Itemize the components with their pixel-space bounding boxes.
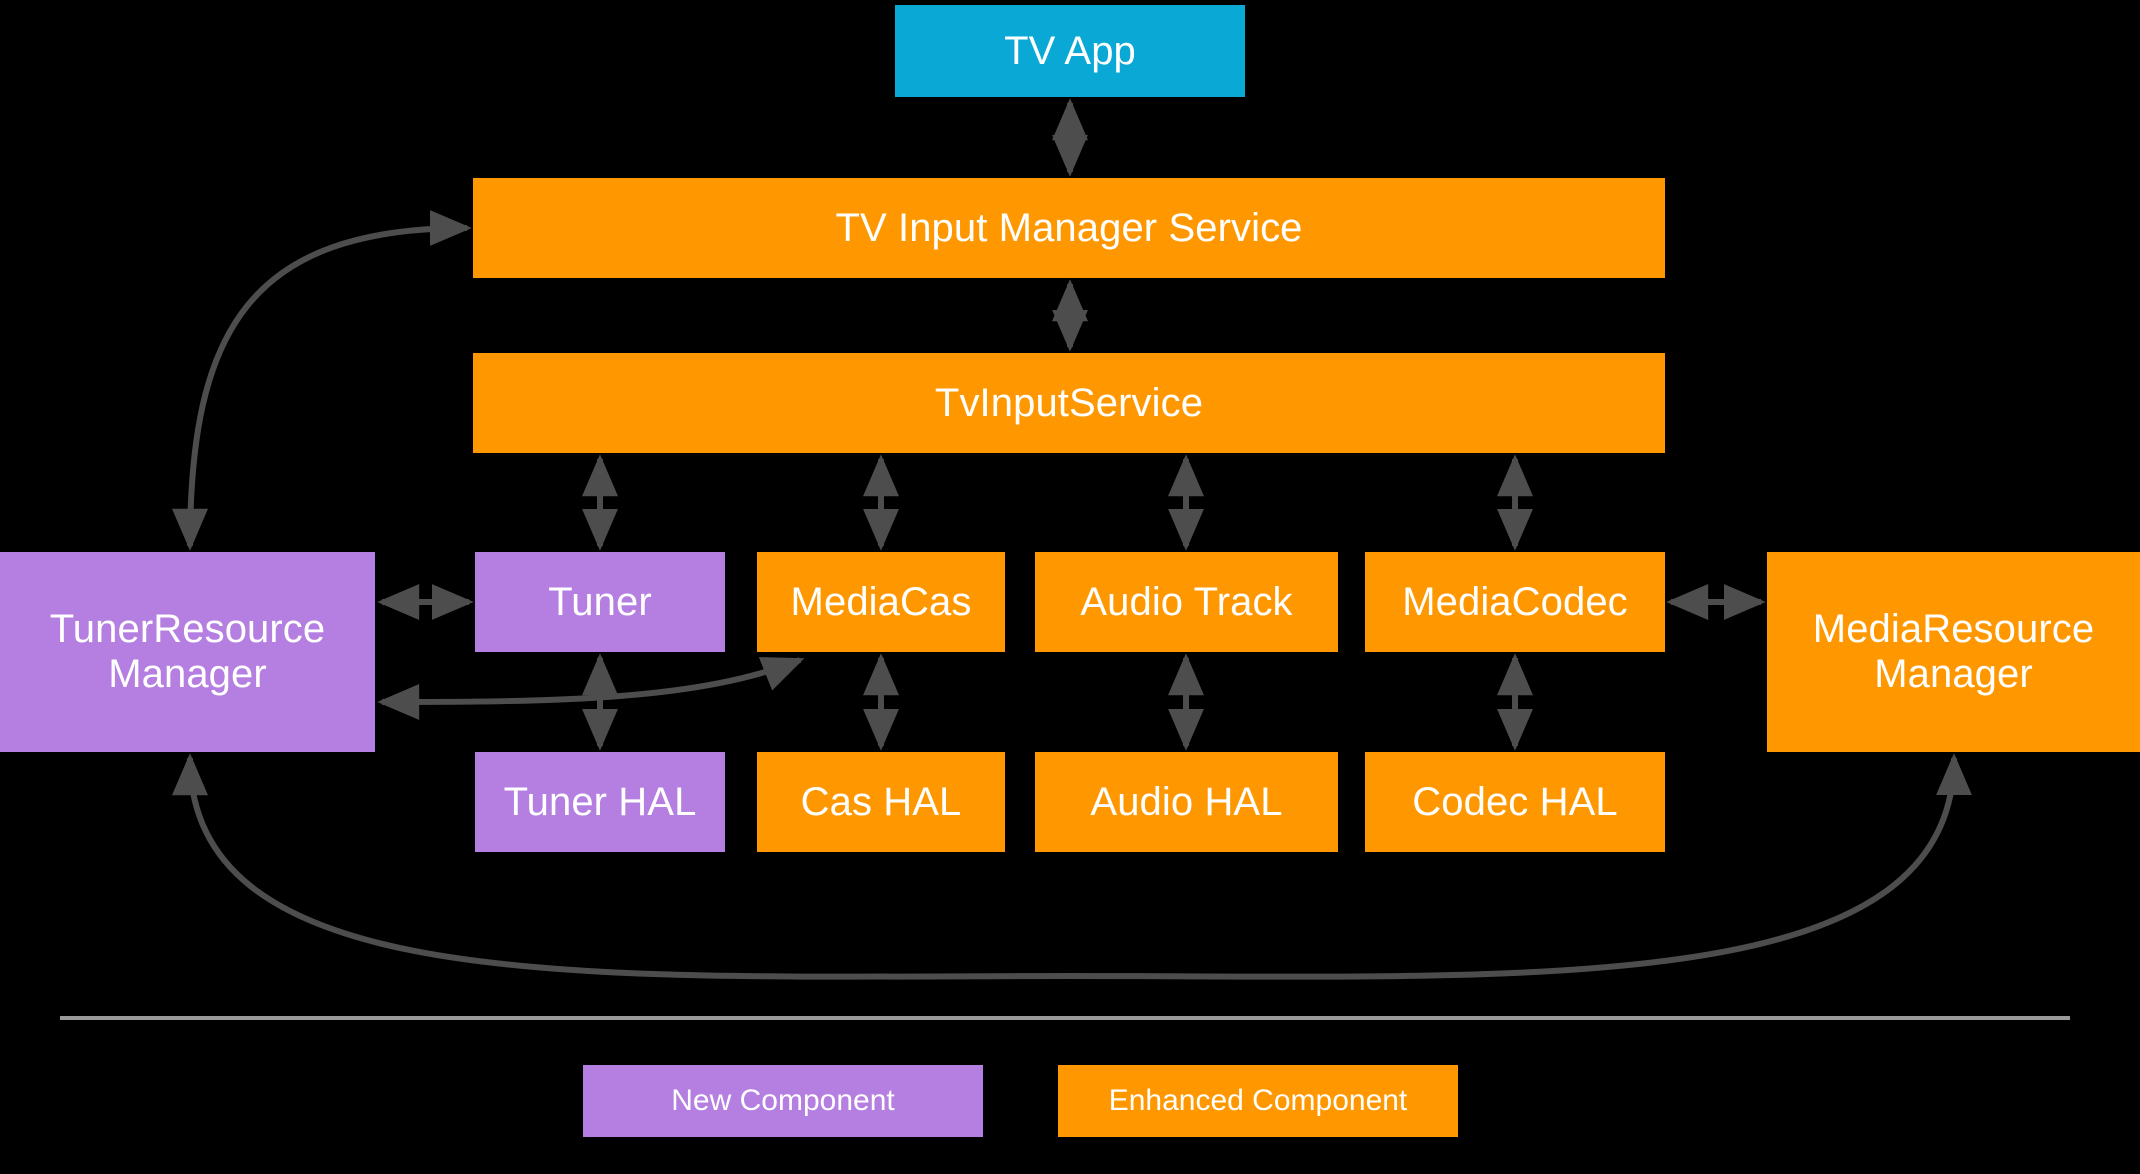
connector-tuner-resource-manager--media-cas bbox=[377, 657, 805, 720]
node-tv-input-service[interactable]: TvInputService bbox=[473, 353, 1665, 453]
node-codec-hal[interactable]: Codec HAL bbox=[1365, 752, 1665, 852]
node-tv-input-service-label: TvInputService bbox=[934, 380, 1204, 425]
node-media-codec-label: MediaCodec bbox=[1402, 579, 1628, 624]
node-tv-input-manager-service[interactable]: TV Input Manager Service bbox=[473, 178, 1665, 278]
connector-tuner-resource-manager--tv-input-manager-service bbox=[172, 210, 472, 551]
node-codec-hal-label: Codec HAL bbox=[1412, 779, 1618, 824]
node-media-resource-manager-label: MediaResource Manager bbox=[1812, 607, 2095, 696]
node-cas-hal-label: Cas HAL bbox=[800, 779, 962, 824]
node-media-cas-label: MediaCas bbox=[790, 579, 972, 624]
legend-divider bbox=[60, 1016, 2070, 1020]
node-tv-app[interactable]: TV App bbox=[895, 5, 1245, 97]
node-audio-track-label: Audio Track bbox=[1080, 579, 1293, 624]
legend-new-component-label: New Component bbox=[671, 1084, 895, 1117]
legend-new-component: New Component bbox=[583, 1065, 983, 1137]
node-media-cas[interactable]: MediaCas bbox=[757, 552, 1005, 652]
legend-enhanced-component-label: Enhanced Component bbox=[1108, 1084, 1408, 1117]
node-tuner[interactable]: Tuner bbox=[475, 552, 725, 652]
node-tv-input-manager-service-label: TV Input Manager Service bbox=[835, 205, 1303, 250]
legend-enhanced-component: Enhanced Component bbox=[1058, 1065, 1458, 1137]
node-tuner-label: Tuner bbox=[548, 579, 652, 624]
node-tuner-resource-manager[interactable]: TunerResource Manager bbox=[0, 552, 375, 752]
node-tv-app-label: TV App bbox=[1004, 28, 1136, 73]
node-audio-hal[interactable]: Audio HAL bbox=[1035, 752, 1338, 852]
node-audio-track[interactable]: Audio Track bbox=[1035, 552, 1338, 652]
node-audio-hal-label: Audio HAL bbox=[1090, 779, 1283, 824]
node-tuner-hal[interactable]: Tuner HAL bbox=[475, 752, 725, 852]
node-cas-hal[interactable]: Cas HAL bbox=[757, 752, 1005, 852]
node-tuner-hal-label: Tuner HAL bbox=[503, 779, 697, 824]
node-tuner-resource-manager-label: TunerResource Manager bbox=[49, 607, 326, 696]
node-media-codec[interactable]: MediaCodec bbox=[1365, 552, 1665, 652]
node-media-resource-manager[interactable]: MediaResource Manager bbox=[1767, 552, 2140, 752]
